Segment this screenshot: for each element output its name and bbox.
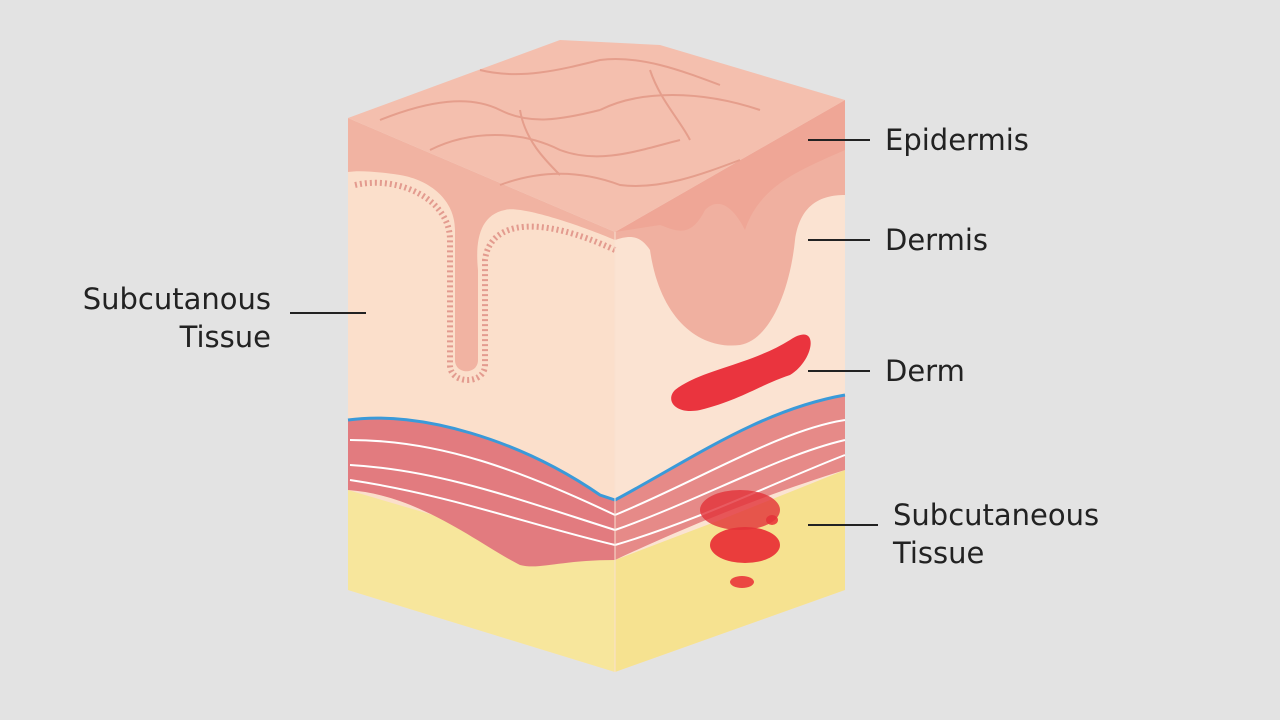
dermal-papilla bbox=[354, 179, 617, 383]
label-subcutaneous-line1: Subcutaneous bbox=[893, 498, 1100, 532]
blood-vessel-line bbox=[347, 393, 846, 502]
front-face-epidermis bbox=[348, 118, 615, 372]
dermis-leader-line bbox=[808, 239, 870, 241]
subcutaneous-bruise bbox=[710, 527, 780, 563]
side-face-fat bbox=[615, 470, 845, 672]
muscle-bruise bbox=[700, 490, 780, 530]
label-subcutanous-left-line1: Subcutanous bbox=[82, 282, 271, 316]
epidermis-leader-line bbox=[808, 139, 870, 141]
skin-surface-cells bbox=[379, 58, 761, 187]
label-dermis: Dermis bbox=[885, 223, 989, 257]
label-derm: Derm bbox=[885, 354, 965, 388]
front-face-fat bbox=[348, 490, 615, 672]
front-face-muscle-band bbox=[348, 418, 615, 567]
subcutaneous-leader-line bbox=[808, 524, 878, 526]
label-subcutanous-left-line2: Tissue bbox=[179, 320, 271, 354]
label-epidermis: Epidermis bbox=[885, 123, 1029, 157]
top-face-skin-surface bbox=[348, 40, 845, 232]
derm-bruise bbox=[671, 334, 811, 411]
subcutanous-left-leader-line bbox=[290, 312, 366, 314]
derm-leader-line bbox=[808, 370, 870, 372]
label-subcutaneous-line2: Tissue bbox=[893, 536, 985, 570]
subcutaneous-bruise-spot bbox=[730, 576, 754, 588]
